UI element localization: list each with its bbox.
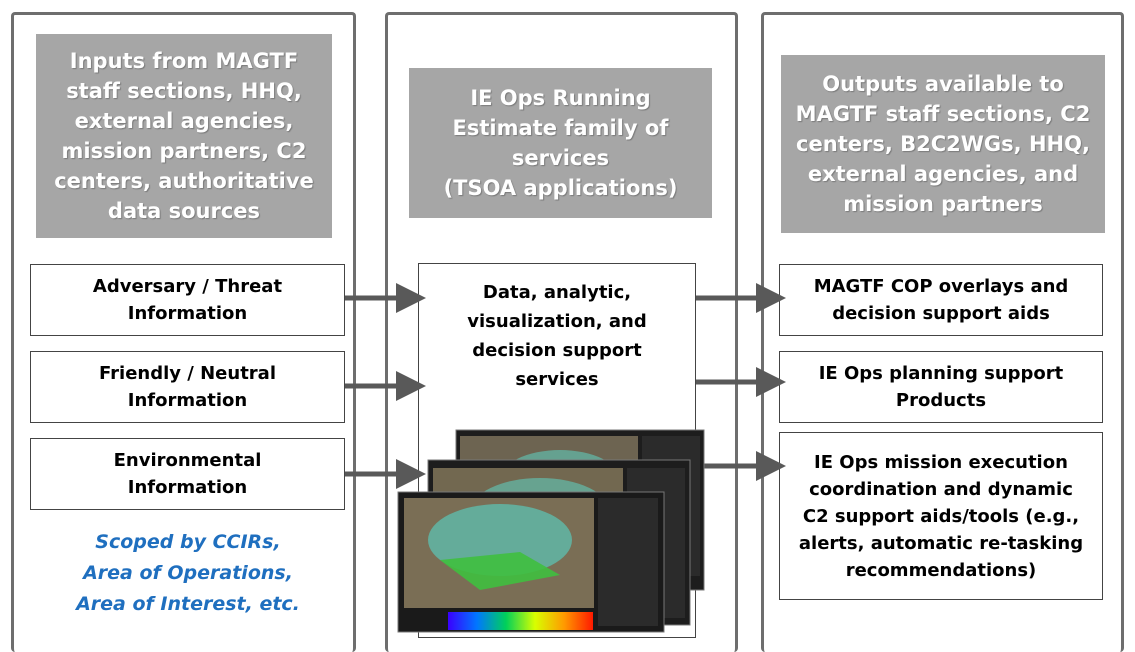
output-box-cop: MAGTF COP overlays and decision support … bbox=[779, 264, 1103, 336]
output-box-planning: IE Ops planning support Products bbox=[779, 351, 1103, 423]
scope-note: Scoped by CCIRs, Area of Operations, Are… bbox=[76, 531, 300, 615]
input-box-environmental: Environmental Information bbox=[30, 438, 345, 510]
input-box-adversary: Adversary / Threat Information bbox=[30, 264, 345, 336]
services-header: IE Ops Running Estimate family of servic… bbox=[409, 68, 712, 218]
services-box-label: Data, analytic, visualization, and decis… bbox=[467, 282, 647, 390]
outputs-header: Outputs available to MAGTF staff section… bbox=[781, 55, 1105, 233]
screenshot-front-icon bbox=[397, 491, 665, 633]
inputs-header: Inputs from MAGTF staff sections, HHQ, e… bbox=[36, 34, 332, 238]
output-box-execution: IE Ops mission execution coordination an… bbox=[779, 432, 1103, 600]
input-box-friendly: Friendly / Neutral Information bbox=[30, 351, 345, 423]
diagram-overlay bbox=[345, 283, 786, 633]
